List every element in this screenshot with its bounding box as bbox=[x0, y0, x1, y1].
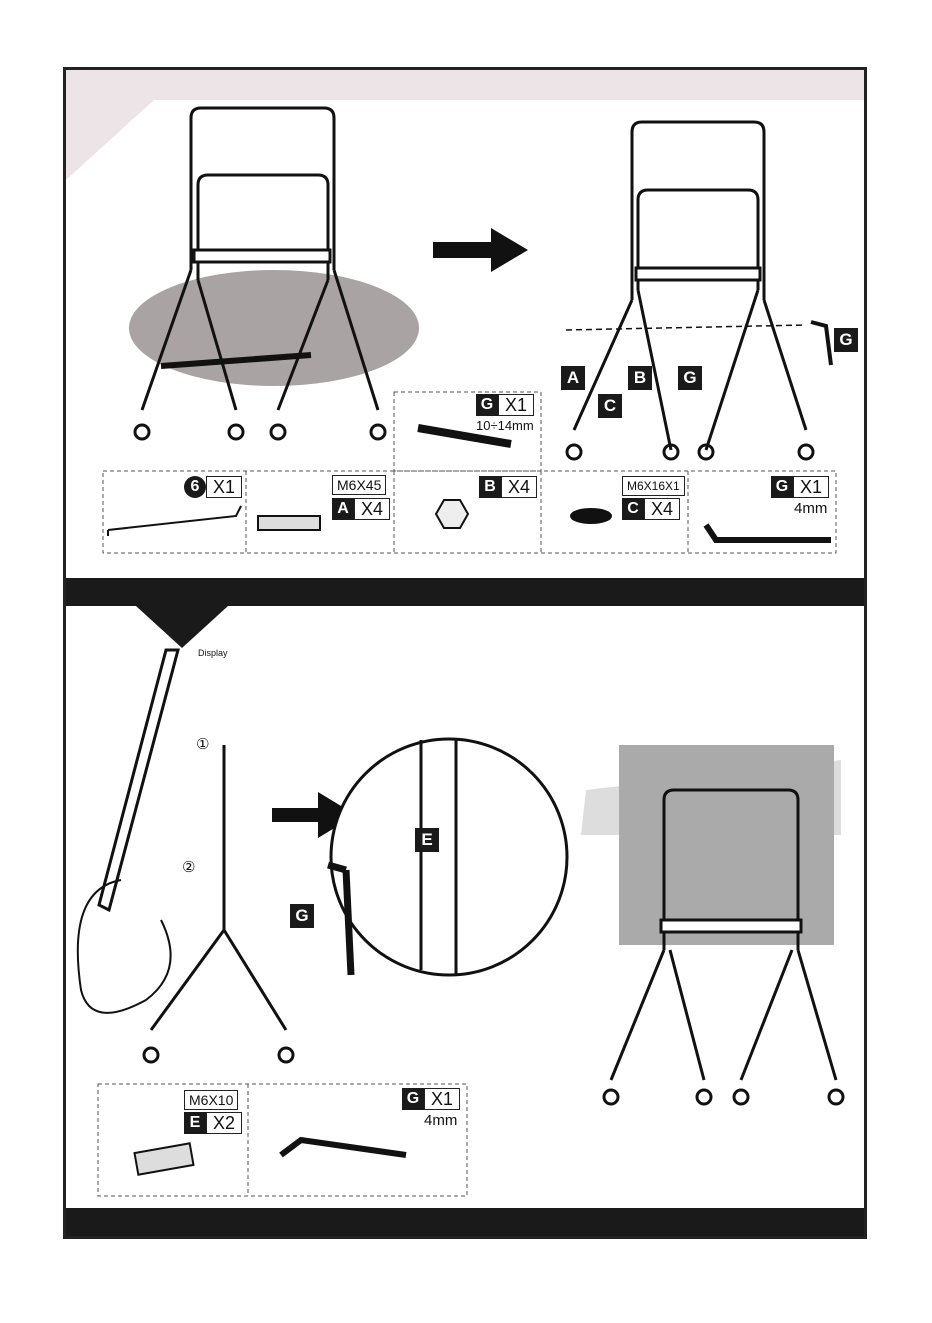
crossbar-part-icon bbox=[108, 506, 241, 536]
part-e-label: E X2 bbox=[184, 1112, 242, 1134]
callout-a: A bbox=[561, 366, 585, 390]
bolt-e-spec: M6X10 bbox=[184, 1090, 238, 1110]
stand-mounted-icon bbox=[604, 745, 843, 1104]
stand-side-icon bbox=[144, 745, 293, 1062]
hex-key-icon bbox=[706, 525, 831, 540]
qty: X4 bbox=[644, 498, 680, 520]
callout-g-wrench: G bbox=[678, 366, 702, 390]
instruction-frame: A B C G G G X1 10÷14mm 6 X1 M6X45 A X4 B… bbox=[63, 67, 867, 1239]
hex-key-icon-2 bbox=[281, 1140, 406, 1155]
display-label: Display bbox=[198, 648, 228, 658]
stand-before-icon bbox=[129, 108, 419, 439]
washer-c-icon bbox=[571, 509, 611, 523]
part-b-label: B X4 bbox=[479, 476, 537, 498]
wrench-size: 10÷14mm bbox=[476, 418, 534, 433]
callout-e: E bbox=[415, 828, 439, 852]
assembly-drawings bbox=[66, 70, 867, 1239]
letter-e: E bbox=[184, 1112, 206, 1134]
parts-box-top bbox=[103, 392, 836, 553]
bolt-e-icon bbox=[135, 1143, 194, 1174]
step-number-2: ② bbox=[182, 858, 195, 876]
letter-b: B bbox=[479, 476, 501, 498]
display-panel-icon bbox=[78, 650, 178, 1013]
washer-c-spec: M6X16X1 bbox=[622, 476, 685, 496]
qty: X4 bbox=[354, 498, 390, 520]
part-a-label: A X4 bbox=[332, 498, 390, 520]
step-divider bbox=[66, 578, 867, 606]
qty: X2 bbox=[206, 1112, 242, 1134]
hex-key-size: 4mm bbox=[794, 500, 827, 517]
qty: X1 bbox=[793, 476, 829, 498]
bolt-a-icon bbox=[258, 516, 320, 530]
step1-header-band bbox=[66, 70, 867, 180]
qty: X4 bbox=[501, 476, 537, 498]
arrow-right-icon bbox=[433, 228, 528, 272]
letter-g: G bbox=[476, 394, 498, 416]
hex-key-size-bottom: 4mm bbox=[424, 1112, 457, 1129]
part-number: 6 bbox=[184, 476, 206, 498]
step-divider-notch bbox=[136, 606, 228, 648]
callout-c: C bbox=[598, 394, 622, 418]
part-6-label: 6 X1 bbox=[184, 476, 242, 498]
letter-c: C bbox=[622, 498, 644, 520]
qty: X1 bbox=[498, 394, 534, 416]
wrench-g-label: G X1 bbox=[476, 394, 534, 416]
qty: X1 bbox=[424, 1088, 460, 1110]
footer-band bbox=[66, 1208, 867, 1239]
nut-b-icon bbox=[436, 500, 468, 528]
bolt-a-spec: M6X45 bbox=[332, 475, 386, 495]
callout-b: B bbox=[628, 366, 652, 390]
qty: X1 bbox=[206, 476, 242, 498]
callout-g-key: G bbox=[834, 328, 858, 352]
letter-g: G bbox=[771, 476, 793, 498]
letter-a: A bbox=[332, 498, 354, 520]
step-number-1: ① bbox=[196, 735, 209, 753]
letter-g: G bbox=[402, 1088, 424, 1110]
part-g-bottom-label: G X1 bbox=[402, 1088, 460, 1110]
callout-g-step2: G bbox=[290, 904, 314, 928]
part-g-label: G X1 bbox=[771, 476, 829, 498]
part-c-label: C X4 bbox=[622, 498, 680, 520]
